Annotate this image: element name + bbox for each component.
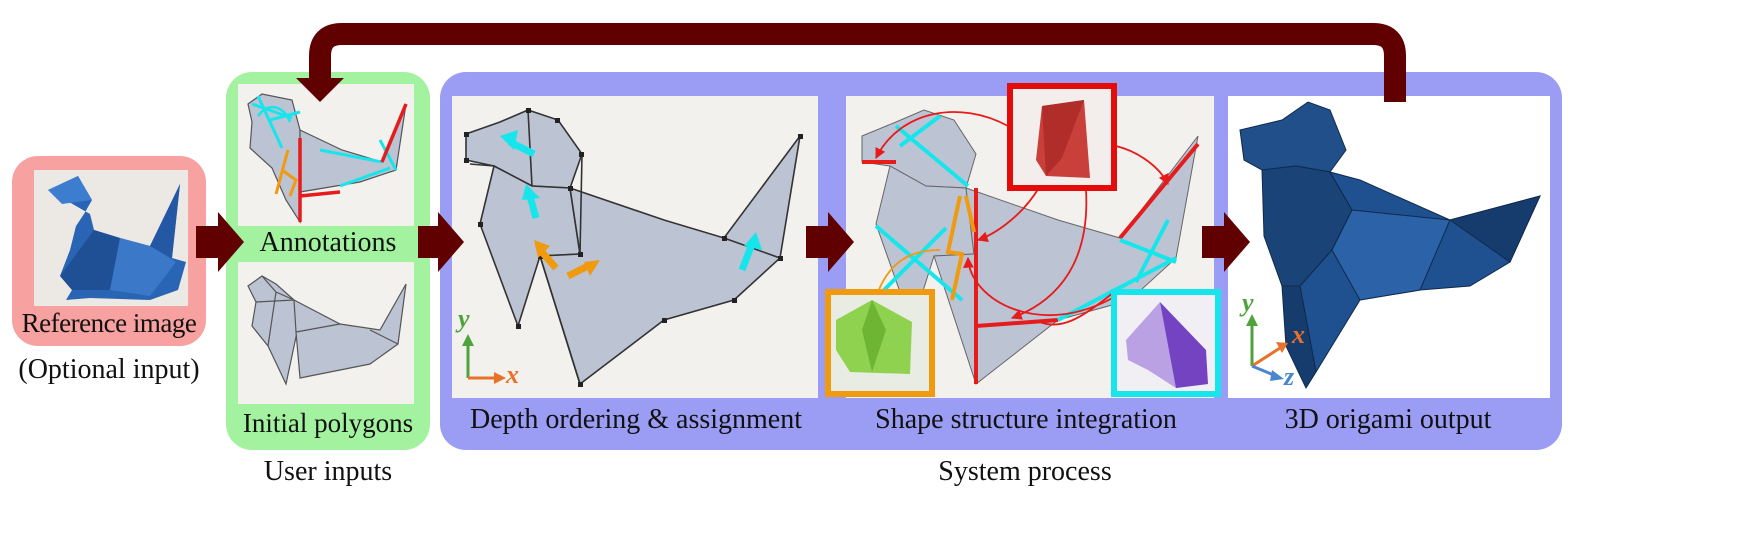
inset-photo-cyan: [1114, 292, 1218, 394]
reference-origami-seal: [48, 176, 186, 300]
annotations-label: Annotations: [226, 229, 430, 257]
initial-polygons-drawing: [248, 276, 406, 384]
axis-x-label-3d: x: [1292, 322, 1305, 348]
axis-y-label-2d: y: [458, 306, 470, 332]
inset-photo-orange: [828, 292, 932, 394]
user-inputs-group-label: User inputs: [226, 458, 430, 486]
axis-y-label-3d: y: [1242, 290, 1254, 316]
system-process-group-label: System process: [440, 458, 1610, 486]
axes-2d-icon: [462, 334, 506, 384]
axis-x-label-2d: x: [506, 362, 519, 388]
reference-label: Reference image: [12, 310, 206, 337]
depth-ordering-drawing: [464, 108, 803, 387]
annotations-thumbnail-drawing: [248, 94, 406, 222]
integration-label: Shape structure integration: [836, 406, 1216, 434]
output-label: 3D origami output: [1218, 406, 1558, 434]
feedback-arrow: [296, 34, 1395, 102]
axes-3d-icon: [1246, 314, 1288, 381]
optional-input-note: (Optional input): [12, 356, 206, 384]
axis-z-label-3d: z: [1284, 364, 1294, 390]
inset-photo-red: [1010, 86, 1114, 188]
depth-ordering-label: Depth ordering & assignment: [446, 406, 826, 434]
initial-polygons-label: Initial polygons: [226, 410, 430, 437]
